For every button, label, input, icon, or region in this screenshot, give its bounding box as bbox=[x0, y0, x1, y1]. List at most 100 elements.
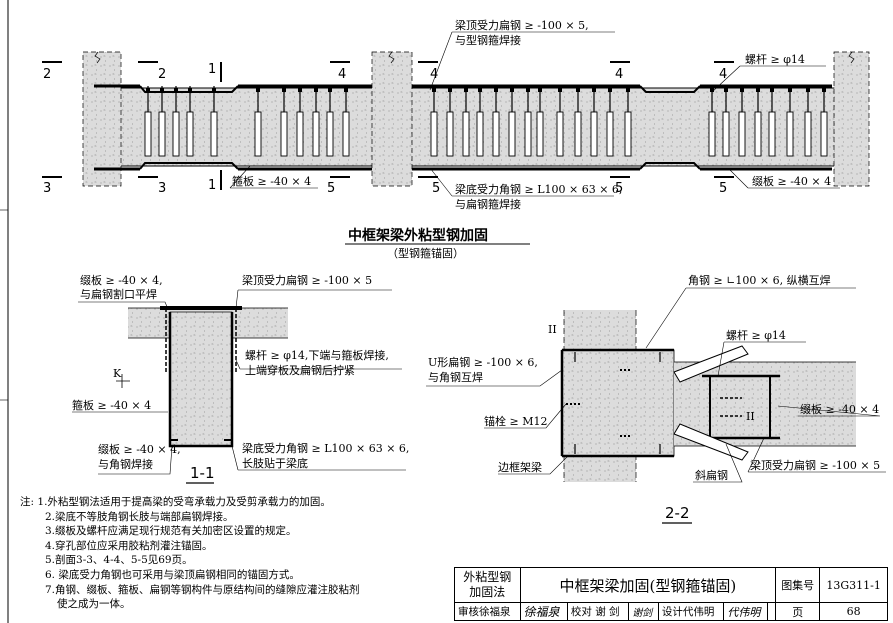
bolt-nut bbox=[174, 88, 178, 92]
mark-1a: 1 bbox=[208, 62, 216, 77]
sec11-bottom-angle-1: 梁底受力角钢 ≥ L100 × 63 × 6, bbox=[242, 441, 409, 455]
sec11-bolt-1: 螺杆 ≥ φ14,下端与箍板焊接, bbox=[245, 348, 389, 362]
hoop-plate bbox=[768, 111, 776, 157]
bolt-nut bbox=[756, 88, 760, 92]
mark-4c: 4 bbox=[615, 67, 623, 82]
bolt-nut bbox=[608, 88, 612, 92]
bolt-nut bbox=[344, 88, 348, 92]
tb-title: 中框架梁加固(型钢箍锚固) bbox=[519, 567, 777, 603]
hoop-plate bbox=[476, 111, 484, 157]
hoop-plate bbox=[462, 111, 470, 157]
tb-page-no: 68 bbox=[819, 602, 888, 621]
sec11-batten2-1: 缀板 ≥ -40 × 4, bbox=[98, 442, 181, 456]
note-5: 5.剖面3-3、4-4、5-5见69页。 bbox=[45, 554, 193, 567]
hoop-plate bbox=[624, 111, 632, 157]
sec11-bottom-angle-2: 长肢贴于梁底 bbox=[242, 456, 308, 470]
hoop-plate bbox=[492, 111, 500, 157]
hoop-plate bbox=[296, 111, 304, 157]
sec11-top-flat: 梁顶受力扁钢 ≥ -100 × 5 bbox=[242, 273, 372, 287]
elevation-subtitle: （型钢箍锚固） bbox=[387, 246, 464, 260]
hoop-plate bbox=[172, 111, 180, 157]
tb-design: 设计代伟明 bbox=[657, 602, 725, 621]
section-marks: 2 2 1 4 4 4 4 3 3 1 5 5 5 5 bbox=[42, 61, 734, 196]
sec11-k-mark: K bbox=[113, 367, 122, 380]
section-2-2 bbox=[560, 310, 856, 482]
sec22-u-flat-1: U形扁钢 ≥ -100 × 6, bbox=[428, 356, 538, 369]
bolt-nut bbox=[478, 88, 482, 92]
bolt-nut bbox=[448, 88, 452, 92]
hoop-plate bbox=[754, 111, 762, 157]
hoop-plate bbox=[524, 111, 532, 157]
bolt-nut bbox=[464, 88, 468, 92]
hoop-plate bbox=[342, 111, 350, 157]
bolt-nut bbox=[806, 88, 810, 92]
notes-block: 注: 1.外粘型钢法适用于提高梁的受弯承载力及受剪承载力的加固。 2.梁底不等肢… bbox=[20, 495, 450, 612]
mark-3b: 3 bbox=[158, 181, 166, 196]
hoop-plate bbox=[590, 111, 598, 157]
bolt-nut bbox=[576, 88, 580, 92]
tb-atlas-label: 图集号 bbox=[775, 567, 821, 603]
note-2: 2.梁底不等肢角钢长肢与端部扁钢焊接。 bbox=[45, 510, 234, 523]
mark-5b: 5 bbox=[432, 181, 440, 196]
sec22-bolt: 螺杆 ≥ φ14 bbox=[726, 328, 786, 342]
hoop-plate bbox=[158, 111, 166, 157]
bolt-nut bbox=[770, 88, 774, 92]
note-7-cont: 使之成为一体。 bbox=[57, 598, 131, 611]
sec11-batten2-2: 与角钢焊接 bbox=[98, 457, 153, 471]
callout-bottom-angle-1: 梁底受力角钢 ≥ L100 × 63 × 6, bbox=[455, 182, 622, 196]
bolt-nut bbox=[188, 88, 192, 92]
hoop-plate bbox=[804, 111, 812, 157]
hoop-plate bbox=[186, 111, 194, 157]
tb-atlas-no: 13G311-1 bbox=[819, 567, 888, 603]
bolt-nut bbox=[788, 88, 792, 92]
bolt-nut bbox=[298, 88, 302, 92]
notes-prefix: 注: bbox=[20, 496, 35, 508]
hoop-plate bbox=[312, 111, 320, 157]
sec22-edge-beam: 边框架梁 bbox=[498, 460, 542, 474]
callout-top-flat-1: 梁顶受力扁钢 ≥ -100 × 5, bbox=[455, 18, 589, 32]
hoop-plate bbox=[536, 111, 544, 157]
hoop-plate bbox=[144, 111, 152, 157]
bolt-nut bbox=[510, 88, 514, 92]
sec22-diag: 斜扁钢 bbox=[695, 469, 728, 482]
hoop-plate bbox=[210, 111, 218, 157]
mark-4d: 4 bbox=[719, 67, 727, 82]
callout-bolt: 螺杆 ≥ φ14 bbox=[745, 52, 805, 66]
hoop-plate bbox=[254, 111, 262, 157]
hoop-plate bbox=[280, 111, 288, 157]
bolt-nut bbox=[592, 88, 596, 92]
bolt-nut bbox=[212, 88, 216, 92]
bolt-nut bbox=[494, 88, 498, 92]
hoop-plate bbox=[508, 111, 516, 157]
note-3: 3.缀板及螺杆应满足现行规范有关加密区设置的规定。 bbox=[45, 525, 297, 538]
tb-check-sign: 谢剑 bbox=[628, 602, 659, 621]
sec22-batten: 缀板 ≥ -40 × 4 bbox=[800, 402, 879, 416]
mark-1b: 1 bbox=[208, 178, 216, 193]
bolt-nut bbox=[160, 88, 164, 92]
tb-category: 外粘型钢 加固法 bbox=[454, 567, 521, 603]
hoop-plate bbox=[556, 111, 564, 157]
hoop-plate bbox=[708, 111, 716, 157]
bolt-nut bbox=[146, 88, 150, 92]
hoop-plate bbox=[326, 111, 334, 157]
section-1-1 bbox=[116, 306, 288, 448]
tb-page-label: 页 bbox=[775, 602, 821, 621]
sec22-top-flat: 梁顶受力扁钢 ≥ -100 × 5 bbox=[750, 458, 880, 472]
tb-design-sign: 代伟明 bbox=[723, 602, 769, 621]
bolt-nut bbox=[822, 88, 826, 92]
mark-5c: 5 bbox=[615, 181, 623, 196]
bolt-nut bbox=[314, 88, 318, 92]
note-7: 7.角钢、缀板、箍板、扁钢等钢构件与原结构间的缝隙应灌注胶粘剂 bbox=[45, 583, 360, 596]
bolt-nut bbox=[740, 88, 744, 92]
callout-bottom-angle-2: 与扁钢箍焊接 bbox=[455, 197, 521, 211]
sec22-angle: 角钢 ≥ ∟100 × 6, 纵横互焊 bbox=[688, 273, 831, 287]
bolt-nut bbox=[328, 88, 332, 92]
mark-5d: 5 bbox=[719, 181, 727, 196]
bolt-nut bbox=[538, 88, 542, 92]
tb-check: 校对 谢 剑 bbox=[566, 602, 630, 621]
title-block: 外粘型钢 加固法 中框架梁加固(型钢箍锚固) 图集号 13G311-1 审核徐福… bbox=[454, 567, 888, 621]
sec22-ii-b: II bbox=[746, 410, 755, 423]
callout-hoop: 箍板 ≥ -40 × 4 bbox=[232, 174, 311, 188]
sec11-hoop: 箍板 ≥ -40 × 4 bbox=[72, 398, 151, 412]
